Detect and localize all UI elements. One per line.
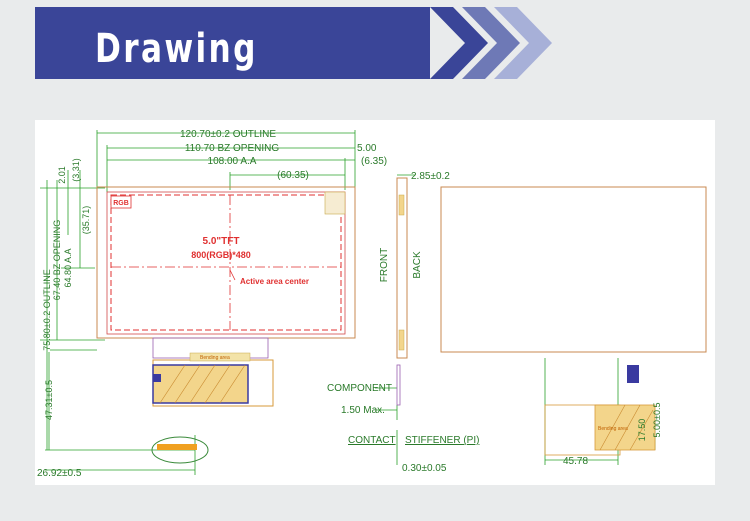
right-margin-2-dim: (6.35)	[361, 156, 387, 167]
center-offset-x-dim: (60.35)	[277, 170, 309, 181]
outline-height-dim: 75.80±0.2 OUTLINE	[42, 269, 52, 350]
top-margin-2-dim: (3.31)	[71, 158, 81, 182]
bz-opening-height-dim: 67.40 BZ OPENING	[52, 220, 62, 301]
center-offset-y-dim: (35.71)	[81, 206, 91, 235]
thickness-dim: 2.85±0.2	[411, 171, 450, 182]
active-area	[110, 194, 342, 331]
stiffener-thickness-dim: 0.30±0.05	[402, 463, 447, 474]
fpc-hatch	[152, 364, 249, 404]
active-area-height-dim: 64.80 A.A	[63, 248, 73, 287]
header-banner: Drawing	[35, 7, 430, 79]
bending-area-front: Bending area	[200, 355, 230, 361]
resolution-label: 800(RGB)*480	[191, 250, 251, 260]
active-center-label: Active area center	[240, 277, 309, 286]
front-label: FRONT	[379, 248, 390, 282]
side-view-body	[396, 177, 408, 359]
component-height-dim: 1.50 Max.	[341, 405, 385, 416]
bending-area-back: Bending area	[598, 426, 628, 432]
fpc-length-dim: 47.31±0.5	[44, 380, 54, 420]
fpc-offset-dim: 26.92±0.5	[37, 468, 82, 479]
stiffener-label: STIFFENER (PI)	[405, 435, 479, 446]
dim-5-00: 5.00±0.5	[652, 403, 662, 438]
page-title: Drawing	[95, 26, 258, 72]
fpc-width-dim: 45.78	[563, 456, 588, 467]
top-margin-1-dim: 2.01	[57, 166, 67, 184]
rgb-label: RGB	[113, 200, 129, 207]
right-margin-1-dim: 5.00	[357, 143, 377, 154]
drawing-panel: RGB 5.0"TFT 800(RGB)*480 Active area cen…	[35, 120, 715, 485]
back-view-body	[440, 186, 707, 353]
contact-label: CONTACT	[348, 435, 396, 446]
dim-17-50: 17.50	[637, 419, 647, 442]
component-label: COMPONENT	[327, 383, 392, 394]
active-area-width-dim: 108.00 A.A	[208, 156, 257, 167]
outline-width-dim: 120.70±0.2 OUTLINE	[180, 129, 276, 140]
bz-opening-width-dim: 110.70 BZ OPENING	[185, 143, 280, 154]
technical-drawing: RGB 5.0"TFT 800(RGB)*480 Active area cen…	[37, 129, 707, 479]
panel-size-label: 5.0"TFT	[203, 236, 240, 247]
bz-opening	[106, 191, 346, 335]
back-label: BACK	[412, 251, 423, 279]
chevron-arrows-icon	[430, 7, 552, 79]
lcd-outline	[96, 186, 356, 339]
